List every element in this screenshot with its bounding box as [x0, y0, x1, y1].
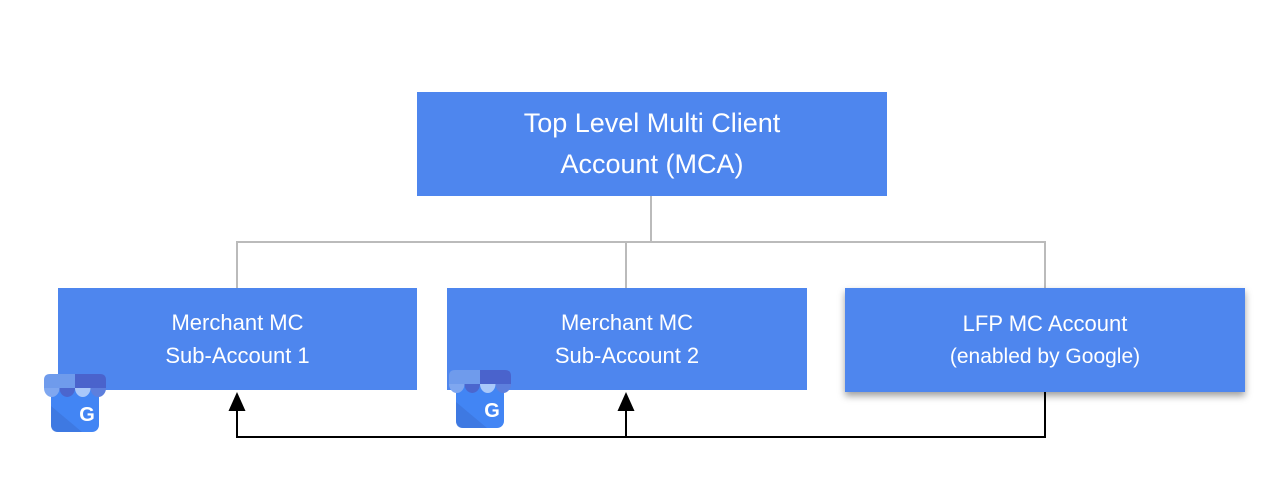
google-business-profile-icon: G [44, 374, 106, 432]
gmb-g-letter: G [79, 404, 95, 426]
node-label-line1: LFP MC Account [962, 311, 1128, 336]
node-label-line2: (enabled by Google) [949, 345, 1141, 368]
node-lfp-mc-account: LFP MC Account (enabled by Google) [845, 288, 1245, 392]
node-label-line1: Top Level Multi Client [523, 108, 781, 138]
node-top-level-mca: Top Level Multi Client Account (MCA) [417, 92, 887, 196]
gmb-g-letter: G [484, 400, 500, 422]
feedback-arrow-lines [236, 390, 1046, 438]
google-business-profile-icon: G [449, 370, 511, 428]
arrowhead-up-icon [228, 392, 635, 411]
node-label-line1: Merchant MC [171, 310, 304, 335]
node-label-line2: Sub-Account 2 [554, 343, 700, 368]
node-merchant-sub-account-1: Merchant MC Sub-Account 1 [58, 288, 417, 390]
tree-connector-lines [236, 196, 1046, 289]
node-label-line2: Account (MCA) [560, 149, 744, 179]
node-label-line2: Sub-Account 1 [165, 343, 310, 368]
node-label-line1: Merchant MC [560, 310, 694, 335]
